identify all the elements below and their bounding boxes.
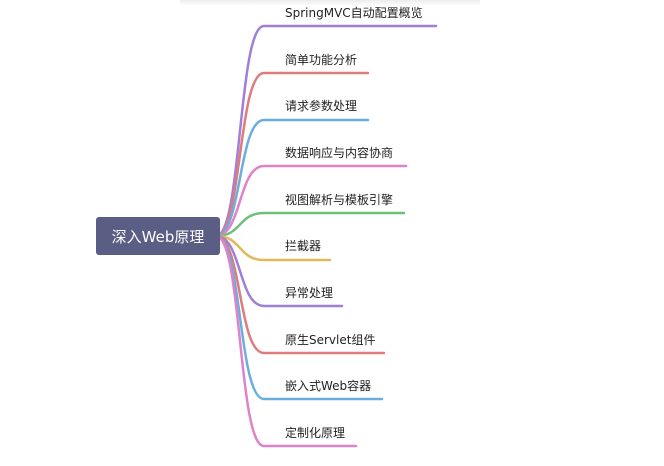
branch-label-2[interactable]: 简单功能分析 [285, 53, 358, 67]
branch-edge-7 [214, 234, 344, 308]
branch-label-8[interactable]: 原生Servlet组件 [285, 333, 376, 347]
branch-label-5[interactable]: 视图解析与模板引擎 [285, 193, 394, 207]
branch-edge-2 [214, 71, 370, 238]
branch-edge-3 [214, 118, 370, 238]
branch-label-9[interactable]: 嵌入式Web容器 [285, 379, 372, 393]
branch-label-6[interactable]: 拦截器 [285, 239, 322, 253]
branch-edge-10 [214, 234, 358, 448]
branch-edge-4 [214, 164, 408, 238]
branch-edge-5 [214, 211, 406, 238]
branch-label-1[interactable]: SpringMVC自动配置概览 [285, 6, 423, 20]
branch-label-7[interactable]: 异常处理 [285, 286, 334, 300]
branch-label-3[interactable]: 请求参数处理 [285, 99, 358, 113]
branch-edge-1 [214, 24, 438, 238]
root-node[interactable]: 深入Web原理 [96, 217, 220, 255]
top-shadow [180, 0, 480, 6]
root-node-label: 深入Web原理 [111, 227, 205, 246]
branch-label-4[interactable]: 数据响应与内容协商 [285, 146, 394, 160]
branch-label-10[interactable]: 定制化原理 [285, 426, 346, 440]
branch-edge-6 [214, 234, 332, 262]
